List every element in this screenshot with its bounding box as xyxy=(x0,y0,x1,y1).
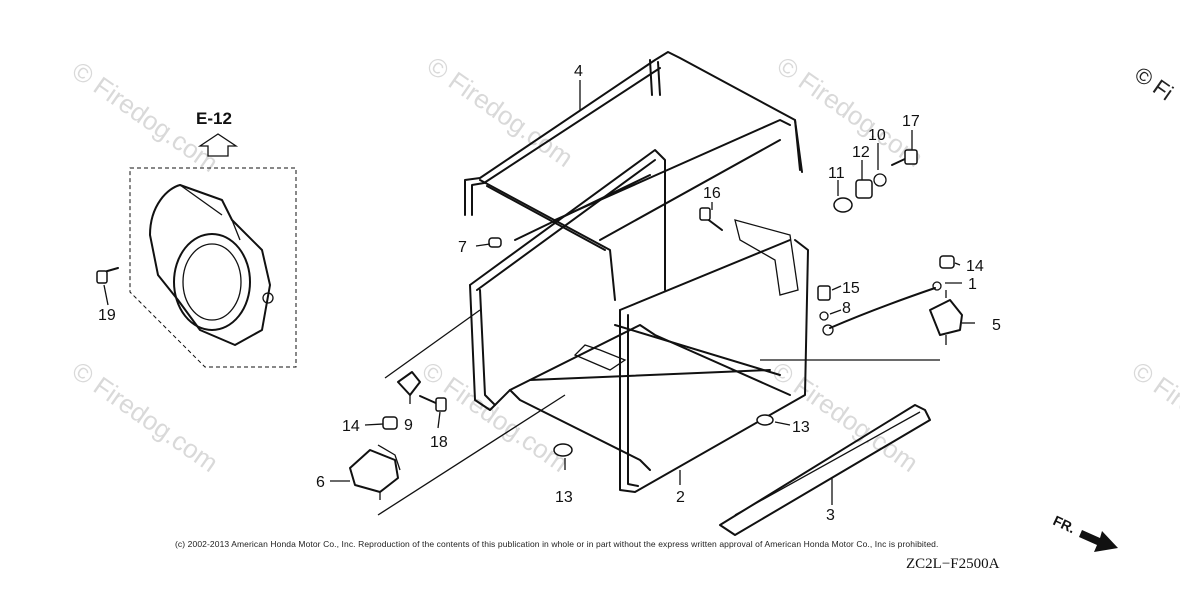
watermark: © Firedog.com xyxy=(422,50,579,173)
fan-cover-box xyxy=(129,167,297,368)
front-arrow-icon xyxy=(1079,530,1118,552)
callout-11: 11 xyxy=(828,165,845,182)
callout-15: 15 xyxy=(842,280,860,297)
watermark-layer: © Firedog.com © Firedog.com © Firedog.co… xyxy=(67,50,1180,478)
upper-frame-part xyxy=(464,51,803,301)
arrow-up-icon xyxy=(197,133,239,157)
callout-labels: 4 2 3 1 5 6 7 8 9 10 11 12 13 13 14 14 1… xyxy=(98,63,1001,524)
watermark: © Firedog.com xyxy=(417,355,574,478)
small-hardware xyxy=(382,149,955,457)
callout-13: 13 xyxy=(555,489,573,506)
callout-14: 14 xyxy=(342,418,360,435)
callout-7: 7 xyxy=(458,239,467,256)
callout-6: 6 xyxy=(316,474,325,491)
watermark: © Firedog.com xyxy=(1127,355,1180,478)
callout-12: 12 xyxy=(852,144,870,161)
watermark: © Firedog.com xyxy=(767,355,924,478)
callout-13: 13 xyxy=(792,419,810,436)
leader-lines xyxy=(103,80,975,516)
bolt-part xyxy=(96,267,119,284)
callout-10: 10 xyxy=(868,127,886,144)
rubber-rail-part xyxy=(719,404,931,536)
callout-16: 16 xyxy=(703,185,721,202)
callout-1: 1 xyxy=(968,276,977,293)
copyright-notice: (c) 2002-2013 American Honda Motor Co., … xyxy=(175,539,939,549)
ground-cable-part xyxy=(822,281,942,336)
reference-e12: E-12 xyxy=(196,109,239,157)
reference-label: E-12 xyxy=(196,109,232,128)
callout-3: 3 xyxy=(826,507,835,524)
callout-18: 18 xyxy=(430,434,448,451)
watermark-edge: © Fi xyxy=(1130,62,1178,106)
callout-4: 4 xyxy=(574,63,583,80)
watermark: © Firedog.com xyxy=(67,355,224,478)
callout-5: 5 xyxy=(992,317,1001,334)
callout-8: 8 xyxy=(842,300,851,317)
callout-2: 2 xyxy=(676,489,685,506)
callout-14: 14 xyxy=(966,258,984,275)
fan-cover-part xyxy=(149,184,274,346)
mount-part-left xyxy=(349,444,401,500)
callout-9: 9 xyxy=(404,417,413,434)
drawing-code: ZC2L−F2500A xyxy=(906,556,1000,572)
front-direction-indicator: FR. xyxy=(1051,512,1118,552)
callout-19: 19 xyxy=(98,307,116,324)
mount-part-right xyxy=(929,290,963,345)
lower-frame-part xyxy=(469,149,809,493)
callout-17: 17 xyxy=(902,113,920,130)
front-label: FR. xyxy=(1051,512,1078,536)
